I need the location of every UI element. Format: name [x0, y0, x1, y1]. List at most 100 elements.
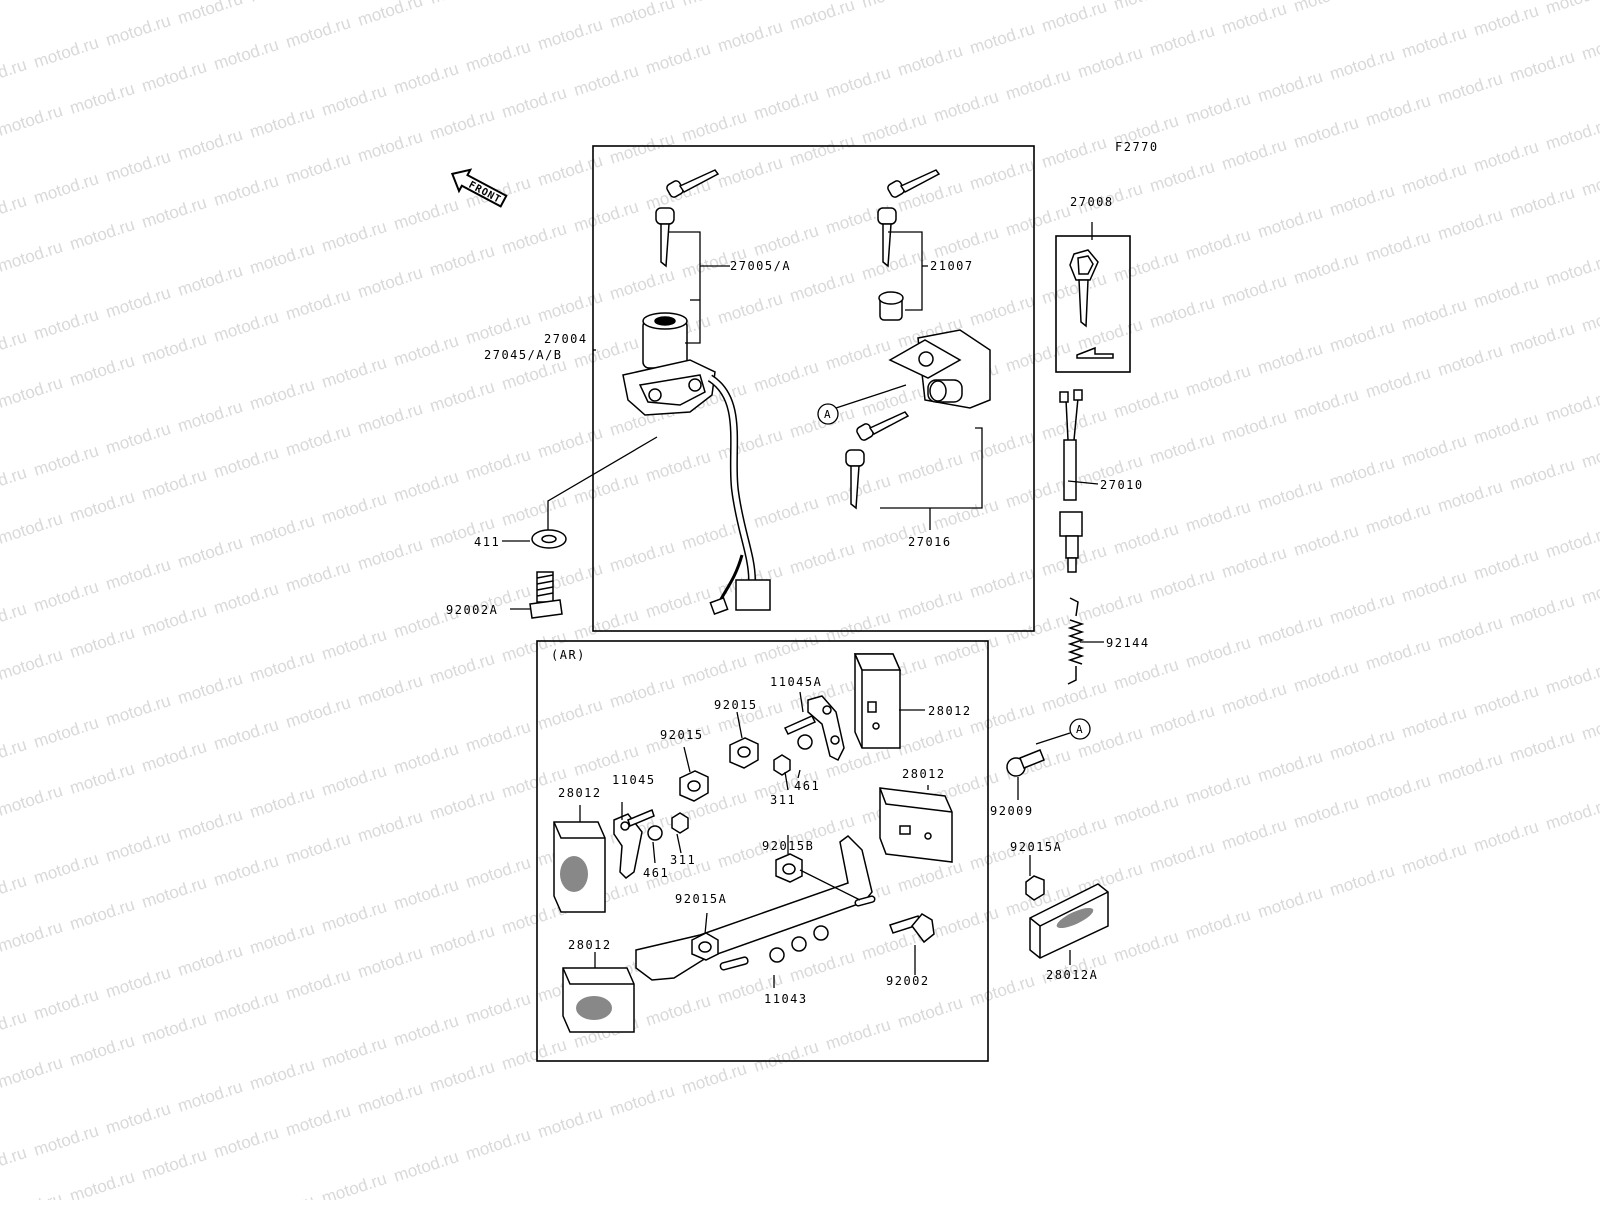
watermark-text: motod.ru — [427, 105, 497, 144]
watermark-text: motod.ru — [1219, 135, 1289, 174]
label-27045ab: 27045/A/B — [484, 348, 563, 362]
watermark-text: motod.ru — [607, 0, 677, 32]
watermark-text: motod.ru — [1147, 701, 1217, 740]
watermark-text: motod.ru — [211, 851, 281, 890]
watermark-text: motod.ru — [31, 1121, 101, 1160]
watermark-text: motod.ru — [967, 19, 1037, 58]
watermark-text: motod.ru — [1111, 0, 1181, 14]
watermark-text: motod.ru — [1399, 295, 1469, 334]
watermark-text: motod.ru — [1399, 431, 1469, 470]
watermark-text: motod.ru — [247, 919, 317, 958]
label-92015a: 92015A — [675, 892, 727, 906]
watermark-text: motod.ru — [607, 129, 677, 168]
watermark-text: motod.ru — [967, 699, 1037, 738]
watermark-text: motod.ru — [679, 0, 749, 10]
watermark-text: motod.ru — [103, 963, 173, 1002]
watermark-text: motod.ru — [427, 377, 497, 416]
label-92002a: 92002A — [446, 603, 498, 617]
watermark-text: motod.ru — [355, 0, 425, 30]
key-blank-frame — [1055, 235, 1131, 373]
watermark-text: motod.ru — [139, 1009, 209, 1048]
watermark-text: motod.ru — [103, 11, 173, 50]
watermark-text: motod.ru — [283, 557, 353, 596]
watermark-text: motod.ru — [103, 283, 173, 322]
watermark-text: motod.ru — [283, 693, 353, 732]
watermark-text: motod.ru — [1291, 249, 1361, 288]
watermark-text: motod.ru — [571, 605, 641, 644]
bolt-92009-icon — [1006, 749, 1045, 777]
watermark-text: motod.ru — [391, 1147, 461, 1186]
watermark-text: motod.ru — [247, 783, 317, 822]
watermark-text: motod.ru — [1111, 655, 1181, 694]
watermark-text: motod.ru — [499, 83, 569, 122]
watermark-text: motod.ru — [67, 1167, 137, 1200]
nut-311-top-icon — [773, 754, 791, 776]
ignition-switch-icon — [622, 312, 716, 416]
watermark-text: motod.ru — [211, 35, 281, 74]
watermark-text: motod.ru — [463, 445, 533, 484]
watermark-text: motod.ru — [0, 599, 29, 638]
watermark-text: motod.ru — [1327, 45, 1397, 84]
watermark-text: motod.ru — [391, 875, 461, 914]
watermark-text: motod.ru — [1327, 861, 1397, 900]
watermark-text: motod.ru — [1111, 791, 1181, 830]
watermark-text: motod.ru — [247, 375, 317, 414]
watermark-text: motod.ru — [931, 87, 1001, 126]
watermark-text: motod.ru — [1399, 567, 1469, 606]
callout-a-seat-lock: A — [817, 403, 839, 425]
watermark-text: motod.ru — [103, 555, 173, 594]
watermark-text: motod.ru — [1579, 569, 1600, 608]
watermark-text: motod.ru — [247, 511, 317, 550]
watermark-text: motod.ru — [1507, 591, 1577, 630]
watermark-text: motod.ru — [31, 305, 101, 344]
label-28012-top: 28012 — [928, 704, 972, 718]
watermark-text: motod.ru — [751, 1037, 821, 1076]
ignition-section-frame — [592, 145, 1035, 632]
watermark-text: motod.ru — [1327, 453, 1397, 492]
watermark-text: motod.ru — [1471, 681, 1541, 720]
ignition-connector — [735, 579, 771, 611]
watermark-text: motod.ru — [1039, 677, 1109, 716]
watermark-text: motod.ru — [355, 399, 425, 438]
watermark-text: motod.ru — [715, 289, 785, 328]
reflector-icon — [853, 653, 902, 749]
label-11043: 11043 — [764, 992, 808, 1006]
label-461-top: 461 — [794, 779, 820, 793]
watermark-text: motod.ru — [643, 39, 713, 78]
svg-text:A: A — [1076, 723, 1083, 736]
watermark-text: motod.ru — [1003, 65, 1073, 104]
watermark-text: motod.ru — [895, 41, 965, 80]
reflector-bottom-icon — [562, 967, 635, 1033]
watermark-text: motod.ru — [1399, 23, 1469, 62]
watermark-text: motod.ru — [283, 421, 353, 460]
watermark-text: motod.ru — [1111, 247, 1181, 286]
watermark-text: motod.ru — [535, 423, 605, 462]
watermark-text: motod.ru — [823, 63, 893, 102]
watermark-text: motod.ru — [1363, 771, 1433, 810]
label-27008: 27008 — [1070, 195, 1114, 209]
watermark-text: motod.ru — [895, 721, 965, 760]
watermark-text: motod.ru — [247, 647, 317, 686]
watermark-text: motod.ru — [499, 219, 569, 258]
watermark-text: motod.ru — [247, 239, 317, 278]
label-27010: 27010 — [1100, 478, 1144, 492]
nut-92015a-right-icon — [1025, 875, 1045, 901]
watermark-text: motod.ru — [319, 1033, 389, 1072]
watermark-text: motod.ru — [175, 941, 245, 980]
watermark-text: motod.ru — [1183, 89, 1253, 128]
label-411: 411 — [474, 535, 500, 549]
nut-92015a-icon — [691, 932, 719, 961]
watermark-text: motod.ru — [0, 327, 29, 366]
watermark-text: motod.ru — [1291, 521, 1361, 560]
watermark-text: motod.ru — [67, 487, 137, 526]
watermark-text: motod.ru — [823, 335, 893, 374]
watermark-text: motod.ru — [1579, 25, 1600, 64]
watermark-text: motod.ru — [1147, 157, 1217, 196]
key-blank-icon — [1069, 249, 1114, 359]
watermark-text: motod.ru — [1579, 161, 1600, 200]
svg-text:A: A — [824, 408, 831, 421]
watermark-text: motod.ru — [967, 427, 1037, 466]
watermark-text: motod.ru — [283, 149, 353, 188]
